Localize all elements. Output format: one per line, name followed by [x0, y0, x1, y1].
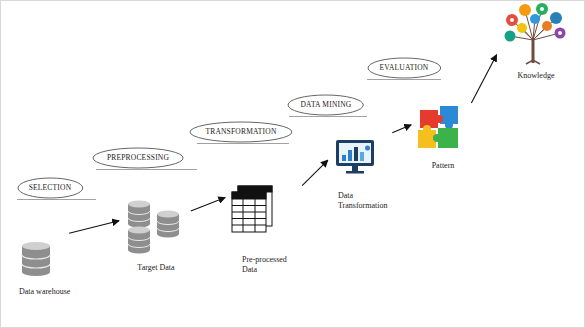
data-caption: Pre-processed Data	[242, 255, 298, 275]
data-caption: Target Data	[125, 263, 187, 273]
stage-ellipse: TRANSFORMATION	[189, 121, 293, 143]
table-icon	[232, 186, 272, 232]
data-node: Data warehouse	[14, 234, 101, 300]
flow-arrow	[302, 160, 328, 186]
data-node: Pre-processed Data	[228, 182, 300, 278]
stage-outline	[93, 148, 183, 168]
stage-outline	[288, 95, 363, 115]
data-node: Pattern	[414, 102, 470, 174]
stage-ellipse: PREPROCESSING	[92, 147, 184, 169]
stage-outline	[368, 58, 441, 78]
knowledge-tree-icon	[505, 3, 566, 64]
stage-ellipse: DATA MINING	[287, 94, 364, 116]
data-caption: Data Transformation	[338, 191, 398, 211]
data-node: Target Data	[122, 196, 188, 276]
database-icon	[22, 242, 50, 276]
stage-outline	[18, 178, 83, 198]
stage-label: DATA MINING	[300, 101, 351, 109]
flow-arrow	[191, 197, 225, 210]
data-caption: Pattern	[417, 161, 469, 171]
stage-outline	[190, 122, 292, 142]
flow-arrow	[392, 125, 411, 133]
stage-label: TRANSFORMATION	[205, 128, 276, 136]
data-node: Data Transformation	[330, 134, 400, 214]
puzzle-icon	[418, 106, 458, 148]
stage-label: SELECTION	[29, 184, 72, 192]
monitor-chart-icon	[336, 140, 374, 174]
stage-ellipse: SELECTION	[17, 177, 84, 199]
flow-arrow	[471, 55, 496, 103]
data-caption: Data warehouse	[19, 287, 99, 297]
stage-label: PREPROCESSING	[107, 154, 169, 162]
stair-steps	[17, 80, 441, 200]
data-caption: Knowledge	[501, 71, 571, 81]
stage-label: EVALUATION	[380, 64, 429, 72]
target-data-icon	[128, 201, 179, 254]
flow-arrow	[69, 221, 119, 234]
data-node: Knowledge	[498, 4, 572, 84]
stage-ellipse: EVALUATION	[367, 57, 442, 79]
